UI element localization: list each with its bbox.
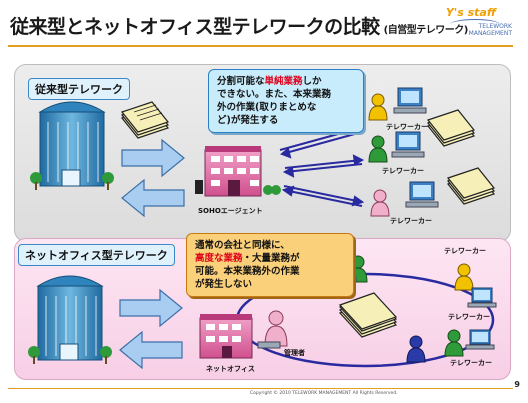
manager-label: 管理者: [284, 349, 305, 357]
teleworker-person-icon: [406, 335, 426, 363]
arrow-right-icon: [121, 138, 185, 178]
link-arrows: [279, 123, 365, 207]
arrow-left-icon: [121, 178, 185, 218]
logo-swoosh-icon: [450, 19, 500, 30]
teleworker-label: テレワーカー: [382, 167, 424, 175]
logo-mark: Y's staff: [445, 6, 496, 19]
teleworker-person-icon: [444, 329, 464, 357]
teleworker-label: テレワーカー: [386, 123, 428, 131]
soho-agent-building-icon: [195, 146, 281, 197]
copyright: Copyright © 2010 TELEWORK MANAGEMENT All…: [250, 391, 398, 396]
callout-line: できない。また、本来業務: [217, 89, 332, 100]
teleworker-person-icon: [454, 263, 474, 291]
teleworker-label: テレワーカー: [448, 313, 490, 321]
net-office-building-icon: [199, 314, 253, 359]
arrow-right-icon: [119, 288, 183, 328]
computer-icon: [405, 181, 439, 208]
callout-line: 外の作業(取りまとめな: [217, 102, 317, 113]
netoffice-callout: 通常の会社と同様に、 高度な業務・大量業務が 可能。本来業務外の作業 が発生しな…: [186, 233, 354, 297]
document-stack-icon: [120, 101, 170, 139]
teleworker-person-icon: [368, 93, 388, 121]
conventional-heading: 従来型テレワーク: [28, 78, 130, 100]
callout-line: が発生しない: [195, 279, 253, 290]
page-number: 9: [514, 380, 520, 389]
logo-name-line2: MANAGEMENT: [468, 30, 512, 37]
computer-icon: [465, 329, 495, 350]
slide-title-sub: (自営型テレワーク): [383, 25, 469, 36]
arrow-left-icon: [119, 330, 183, 370]
logo-name-line1: TELEWORK: [478, 23, 512, 30]
callout-emphasis: 単純業務: [264, 76, 303, 87]
teleworker-label: テレワーカー: [450, 359, 492, 367]
callout-text: 分割可能な: [217, 76, 265, 87]
callout-text: しか: [302, 76, 322, 87]
conventional-callout: 分割可能な単純業務しか できない。また、本来業務 外の作業(取りまとめな ど)が…: [208, 69, 364, 133]
teleworker-label: テレワーカー: [444, 247, 486, 255]
callout-emphasis: 高度な業務: [195, 253, 243, 264]
document-stack-icon: [446, 167, 496, 205]
callout-line: 分割可能な単純業務しか: [217, 75, 355, 88]
teleworker-person-icon: [368, 135, 388, 163]
manager-person-icon: [257, 310, 288, 349]
net-office-label: ネットオフィス: [206, 365, 255, 373]
soho-agent-label: SOHOエージェント: [198, 207, 263, 215]
callout-line: 高度な業務・大量業務が: [195, 252, 345, 265]
computer-icon: [391, 131, 425, 158]
callout-text: ・大量業務が: [242, 253, 300, 264]
document-stack-icon: [426, 109, 476, 147]
client-building-icon: [30, 101, 114, 190]
title-underline: [8, 45, 513, 47]
footer-rule: [8, 388, 513, 389]
callout-line: ど)が発生する: [217, 115, 279, 126]
computer-icon: [393, 87, 427, 114]
company-logo: Y's staff TELEWORK MANAGEMENT: [434, 6, 514, 42]
logo-name: TELEWORK MANAGEMENT: [469, 23, 512, 37]
slide-title-text: 従来型とネットオフィス型テレワークの比較: [10, 16, 380, 38]
client-building-icon: [28, 275, 112, 364]
teleworker-person-icon: [370, 189, 390, 217]
document-stack-icon: [338, 292, 398, 338]
netoffice-heading: ネットオフィス型テレワーク: [18, 244, 175, 266]
callout-line: 通常の会社と同様に、: [195, 240, 290, 251]
computer-icon: [467, 287, 497, 308]
slide-title: 従来型とネットオフィス型テレワークの比較(自営型テレワーク): [10, 12, 468, 39]
teleworker-label: テレワーカー: [390, 217, 432, 225]
callout-line: 可能。本来業務外の作業: [195, 266, 300, 277]
